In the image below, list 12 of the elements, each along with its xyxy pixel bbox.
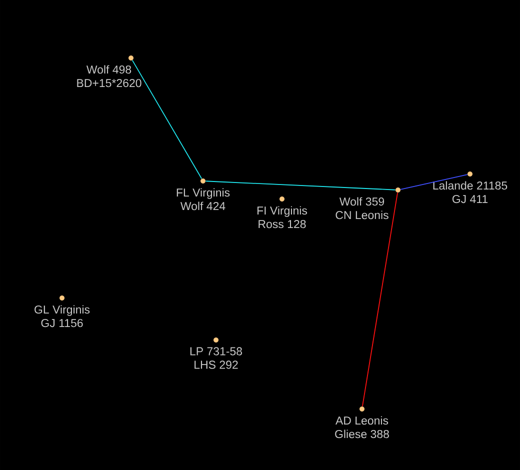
star-label: Wolf 359 CN Leonis <box>336 197 388 220</box>
star-label: AD Leonis Gliese 388 <box>335 416 389 438</box>
star-label: Lalande 21185 GJ 411 <box>433 181 508 204</box>
star-label: FL Virginis Wolf 424 <box>176 188 230 210</box>
star-label: GL Virginis GJ 1156 <box>34 305 90 328</box>
connector-line <box>132 60 202 180</box>
connector-line <box>205 180 396 190</box>
star-label: Wolf 498 BD+15*2620 <box>77 65 142 88</box>
star-label: LP 731-58 LHS 292 <box>190 347 242 369</box>
connector-line <box>362 192 398 407</box>
connector-line <box>400 174 468 190</box>
star-label: FI Virginis Ross 128 <box>257 206 308 228</box>
